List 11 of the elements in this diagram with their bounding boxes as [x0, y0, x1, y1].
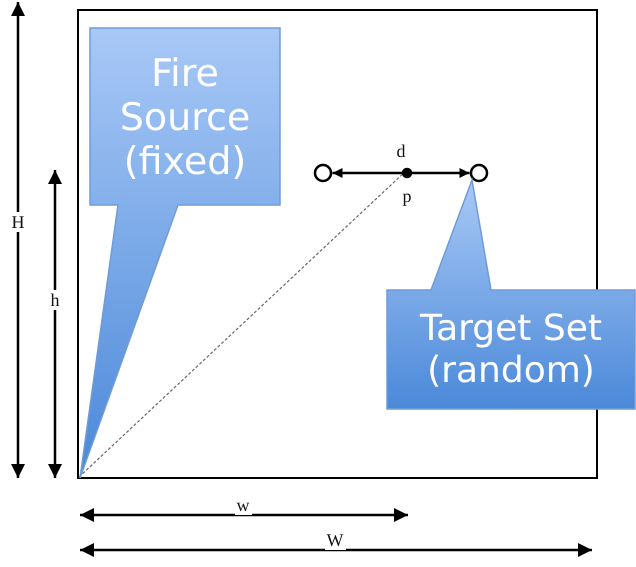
- point-label: p: [402, 186, 412, 206]
- dimension-label: H: [10, 212, 26, 232]
- target-circle: [313, 163, 333, 183]
- callout-text: Fire Source (fixed): [118, 50, 252, 182]
- double-arrow: [332, 168, 470, 178]
- point-marker: [401, 167, 413, 179]
- callout-shape: [386, 178, 636, 410]
- dimension-label: h: [48, 290, 62, 310]
- callout-text: Target Set (random): [418, 308, 603, 392]
- target-circle: [469, 163, 489, 183]
- callout-shape: [78, 28, 282, 480]
